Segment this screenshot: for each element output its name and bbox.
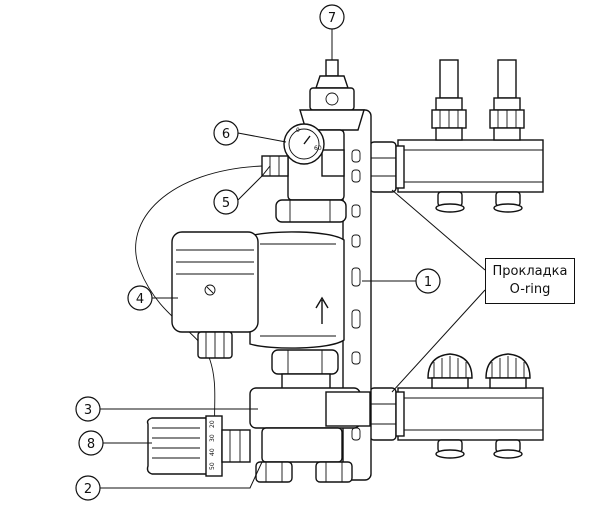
lower-cap-right [485,353,531,389]
oring-label-box: Прокладка O-ring [485,258,575,304]
leader-lines [100,29,486,489]
sensor-fitting [261,155,289,177]
callout-5: 5 [213,189,239,215]
lower-union-nut [271,349,339,391]
callout-3: 3 [75,396,101,422]
callout-8: 8 [78,430,104,456]
oring-label-line2: O-ring [509,282,551,297]
callout-1: 1 [415,268,441,294]
upper-manifold [369,59,544,213]
callout-7-label: 7 [328,11,336,26]
callout-1-label: 1 [424,275,432,290]
circulation-pump [171,231,345,359]
scale-label-40: 40 [209,448,216,456]
mixing-valve-body [249,387,371,483]
scale-label-50: 50 [209,462,216,470]
callout-5-label: 5 [222,196,230,211]
callout-4-label: 4 [136,292,144,307]
upper-valve-right [489,59,525,141]
scale-label-30: 30 [209,434,216,442]
svg-text:0: 0 [296,127,300,134]
thermostatic-head: 20 30 40 50 [146,415,251,477]
callout-3-label: 3 [84,403,92,418]
upper-body: 0 60 [275,123,347,223]
callout-7: 7 [319,4,345,30]
callout-2-label: 2 [84,482,92,497]
lower-manifold [369,353,544,459]
callout-8-label: 8 [87,437,95,452]
callout-6-label: 6 [222,127,230,142]
lower-cap-left [427,353,473,389]
air-vent [299,59,365,131]
svg-text:60: 60 [314,145,322,152]
scale-label-20: 20 [209,420,216,428]
capillary-tube [135,165,263,441]
upper-valve-left [431,59,467,141]
oring-label-line1: Прокладка [492,264,568,279]
callout-4: 4 [127,285,153,311]
callout-2: 2 [75,475,101,501]
callout-6: 6 [213,120,239,146]
